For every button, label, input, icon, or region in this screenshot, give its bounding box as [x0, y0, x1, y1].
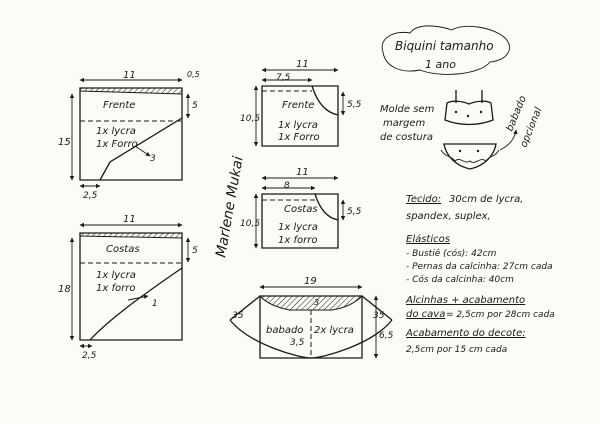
ruffle-label: babado: [266, 325, 303, 336]
front-bottom-leg-curve: [99, 117, 183, 181]
bikini-illustration: [440, 90, 518, 170]
front-top-width-inner: 7,5: [276, 73, 291, 83]
back-bottom-width: 11: [123, 214, 136, 225]
alcinhas-label2: do cava: [406, 309, 445, 320]
back-top-armhole-curve: [314, 193, 339, 221]
front-bottom-right-notch: 5: [192, 101, 198, 111]
elastic-bustie: - Bustiê (cós): 42cm: [406, 248, 497, 259]
title-line1: Biquini tamanho: [395, 39, 494, 53]
front-bottom-bottom: 2,5: [83, 191, 98, 201]
front-bottom-top-side: 0,5: [187, 70, 200, 79]
bikini-ruffle: [440, 149, 500, 163]
front-bottom-height: 15: [58, 137, 71, 148]
front-top-cut1: 1x lycra: [278, 120, 318, 131]
back-top-right: 5,5: [347, 207, 362, 217]
back-bottom-right-notch: 5: [192, 246, 198, 256]
ruffle-piece: 19 35 35 3 3,5 6,5 babado 2x lycra: [229, 276, 394, 359]
back-bottom-leg-curve: [89, 267, 183, 341]
front-top-cut2: 1x Forro: [278, 132, 320, 143]
back-bottom-curve-mark: 1: [152, 299, 158, 309]
elasticos-label: Elásticos: [406, 233, 450, 245]
tecido-text2: spandex, suplex,: [406, 211, 491, 222]
title-block: Biquini tamanho 1 ano: [381, 25, 510, 75]
tecido-text: 30cm de lycra,: [449, 194, 523, 205]
front-bottom-width: 11: [123, 70, 136, 81]
back-bottom-waist-band: [79, 232, 183, 239]
molde-note: Molde sem margem de costura: [380, 104, 435, 143]
ruffle-width: 19: [304, 276, 317, 287]
ruffle-center-top: 3: [314, 298, 319, 307]
ruffle-top-band: [258, 295, 364, 311]
front-bottom-cut2: 1x Forro: [96, 139, 138, 150]
front-top-label: Frente: [282, 100, 314, 111]
back-top-piece: 11 8 10,5 5,5 Costas 1x lycra 1x forro: [240, 167, 362, 249]
back-bottom-cut2: 1x forro: [96, 283, 135, 294]
decote-label: Acabamento do decote:: [405, 328, 526, 339]
alcinhas-text: = 2,5cm por 28cm cada: [446, 310, 555, 320]
back-top-width-top: 11: [296, 167, 309, 178]
alcinhas-label: Alcinhas + acabamento: [405, 295, 525, 306]
elastic-pernas: - Pernas da calcinha: 27cm cada: [406, 262, 553, 272]
back-bottom-piece: 11 18 5 2,5 1 Costas 1x lycra 1x forro: [58, 214, 198, 361]
bikini-top-dot: [479, 110, 483, 114]
bikini-top-dot: [454, 110, 458, 114]
back-top-height: 10,5: [240, 219, 260, 229]
back-bottom-bottom: 2,5: [82, 351, 97, 361]
ruffle-right: 35: [373, 311, 385, 321]
ruffle-side: 6,5: [379, 331, 394, 341]
back-top-cut1: 1x lycra: [278, 222, 318, 233]
bikini-bottom-dot: [476, 149, 480, 153]
bikini-bottom: [443, 143, 497, 170]
elastic-cos: - Cós da calcinha: 40cm: [406, 274, 514, 285]
front-bottom-cut1: 1x lycra: [96, 126, 136, 137]
front-top-width-top: 11: [296, 59, 309, 70]
title-line2: 1 ano: [425, 58, 456, 71]
front-bottom-waist-band: [79, 87, 183, 95]
front-bottom-label: Frente: [103, 100, 135, 111]
ruffle-left: 35: [232, 311, 244, 321]
back-top-cut2: 1x forro: [278, 235, 317, 246]
back-bottom-curve-arrow: [127, 294, 149, 301]
signature: Marlene Mukai: [213, 155, 247, 259]
front-bottom-curve-mark: 3: [150, 154, 156, 164]
molde-line3: de costura: [380, 132, 433, 143]
front-bottom-curve-arrow: [134, 145, 151, 157]
back-bottom-height: 18: [58, 284, 71, 295]
molde-line1: Molde sem: [380, 104, 435, 115]
bikini-top-dot: [466, 114, 470, 118]
ruffle-cut: 2x lycra: [314, 325, 354, 336]
back-bottom-cut1: 1x lycra: [96, 270, 136, 281]
ruffle-right-hem: [310, 319, 393, 359]
ruffle-left-hem: [229, 319, 312, 359]
molde-line2: margem: [383, 118, 425, 129]
bikini-top: [444, 100, 494, 126]
front-top-height: 10,5: [240, 114, 260, 124]
material-notes: Tecido: 30cm de lycra, spandex, suplex, …: [405, 194, 555, 355]
front-top-right: 5,5: [347, 100, 362, 110]
back-top-outline: [261, 193, 339, 249]
back-bottom-label: Costas: [106, 244, 140, 255]
ruffle-outline: [259, 295, 363, 359]
bikini-bottom-dot: [458, 149, 462, 153]
back-top-label: Costas: [284, 204, 318, 215]
tecido-label: Tecido:: [406, 194, 441, 205]
back-top-width-inner: 8: [284, 181, 290, 191]
front-bottom-piece: 11 15 0,5 5 2,5 3 Frente 1x lycra 1x For…: [58, 70, 200, 201]
ruffle-center: 3,5: [290, 338, 305, 348]
decote-text: 2,5cm por 15 cm cada: [406, 345, 507, 355]
front-top-armhole-curve: [311, 85, 339, 116]
babado-arrow: [499, 129, 518, 151]
title-cloud: [381, 25, 510, 75]
front-top-piece: 11 7,5 10,5 5,5 Frente 1x lycra 1x Forro: [240, 59, 362, 147]
